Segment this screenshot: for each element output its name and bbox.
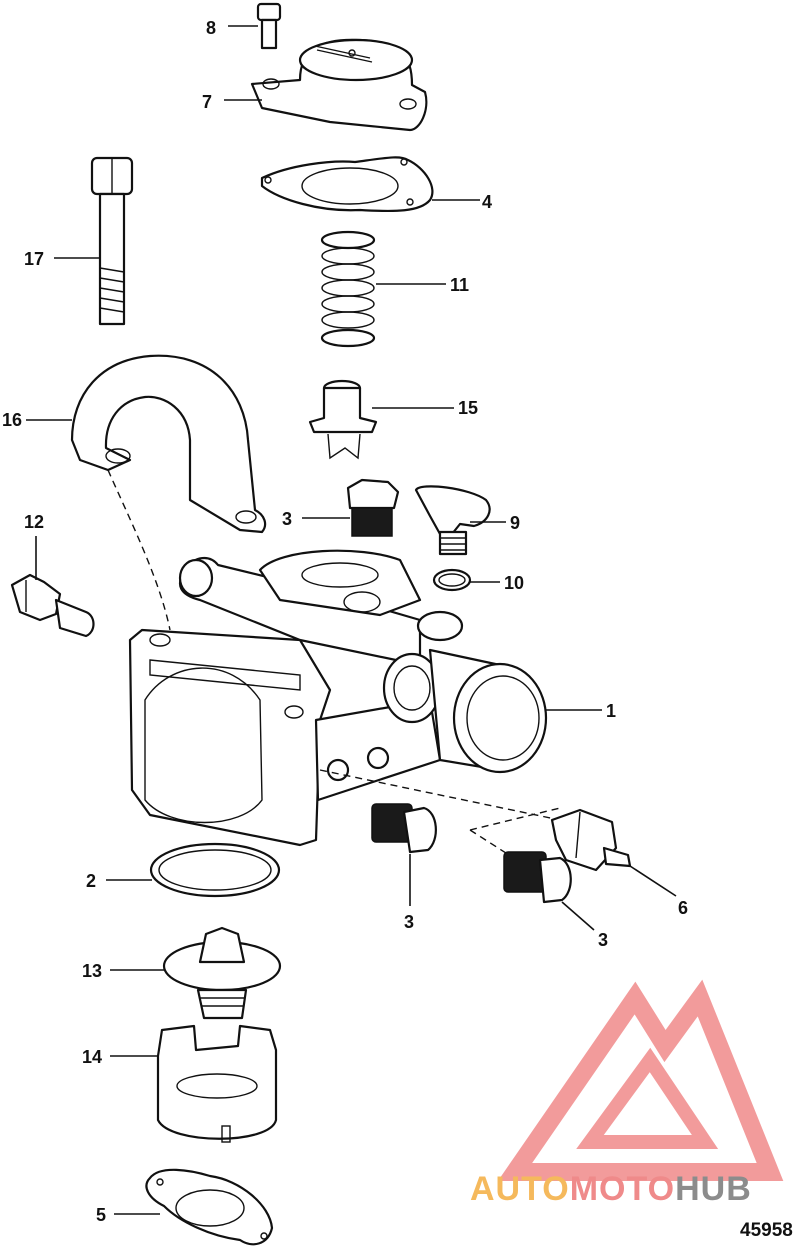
- watermark-word-moto: MOTO: [570, 1170, 675, 1208]
- callout-6: 6: [678, 898, 688, 918]
- part-11-spring: [320, 230, 376, 348]
- part-3-plug-bottom-right: [503, 851, 572, 904]
- callout-8: 8: [206, 18, 216, 38]
- callout-3-top: 3: [282, 509, 292, 529]
- part-15-valve: [308, 379, 378, 460]
- callout-10: 10: [504, 573, 524, 593]
- part-13-thermostat: [162, 926, 282, 1020]
- watermark-word-hub: HUB: [675, 1170, 752, 1208]
- callout-12: 12: [24, 512, 44, 532]
- part-16-bracket: [70, 354, 267, 534]
- part-3-plug-top: [346, 478, 400, 537]
- callout-7: 7: [202, 92, 212, 112]
- part-3-plug-bottom-left: [371, 803, 437, 854]
- callout-5: 5: [96, 1205, 106, 1225]
- part-17-long-bolt: [90, 156, 134, 326]
- part-9-plug: [414, 485, 491, 556]
- callout-9: 9: [510, 513, 520, 533]
- callout-4: 4: [482, 192, 492, 212]
- part-1-housing: [128, 549, 548, 847]
- callout-3-bottom-right: 3: [598, 930, 608, 950]
- callout-14: 14: [82, 1047, 102, 1067]
- watermark-logo: [497, 979, 784, 1181]
- callout-11: 11: [450, 275, 469, 295]
- part-8-bolt: [256, 2, 282, 50]
- part-12-sender: [10, 573, 95, 638]
- callout-13: 13: [82, 961, 102, 981]
- assembly-line-bracket: [107, 469, 171, 631]
- part-10-o-ring: [432, 568, 472, 592]
- callout-3-bottom-left: 3: [404, 912, 414, 932]
- callout-15: 15: [458, 398, 478, 418]
- part-6-sender: [550, 808, 632, 872]
- callout-2: 2: [86, 871, 96, 891]
- part-7-cover: [250, 38, 428, 132]
- part-14-sleeve: [156, 1024, 278, 1143]
- callout-1: 1: [606, 701, 616, 721]
- watermark-text: AUTOMOTOHUB: [470, 1170, 752, 1208]
- part-4-gasket: [260, 156, 434, 213]
- part-2-seal-ring: [149, 842, 281, 898]
- leader-lines: [26, 25, 677, 1215]
- callout-17: 17: [24, 249, 44, 269]
- part-5-gasket: [145, 1168, 274, 1246]
- watermark-word-auto: AUTO: [470, 1170, 570, 1208]
- callout-16: 16: [2, 410, 22, 430]
- figure-number: 45958: [740, 1220, 793, 1241]
